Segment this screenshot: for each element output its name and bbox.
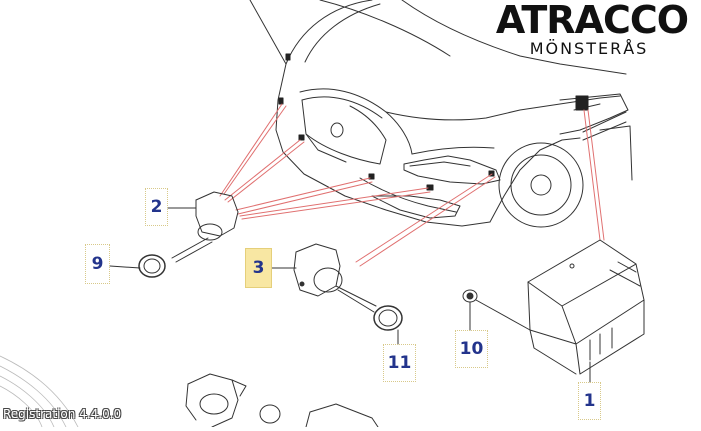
- background-shading: [0, 355, 79, 428]
- partial-parts-bottom: [185, 373, 379, 428]
- part-10-grommet: [462, 289, 531, 331]
- callout-11[interactable]: 11: [383, 344, 416, 382]
- part-2-parking-sensor: [171, 191, 239, 263]
- part-9-sensor-ring: [138, 254, 166, 278]
- brand-location: MÖNSTERÅS: [529, 39, 649, 58]
- brand-logo: ATRACCO MÖNSTERÅS: [486, 0, 698, 62]
- brand-name: ATRACCO: [495, 0, 689, 42]
- callout-leaders: [109, 207, 591, 383]
- callout-10[interactable]: 10: [455, 330, 488, 368]
- sensor-mount-points: [278, 53, 589, 191]
- red-leader-lines: [219, 103, 605, 267]
- registration-watermark: Registration 4.4.0.0: [3, 407, 122, 421]
- part-3-parking-sensor: [293, 243, 377, 313]
- part-11-sensor-ring: [373, 305, 403, 331]
- car-illustration: [249, 0, 633, 228]
- callout-1[interactable]: 1: [578, 382, 601, 420]
- callout-3[interactable]: 3: [245, 248, 272, 288]
- callout-2[interactable]: 2: [145, 188, 168, 226]
- part-1-control-module: [527, 239, 645, 375]
- callout-9[interactable]: 9: [85, 244, 110, 284]
